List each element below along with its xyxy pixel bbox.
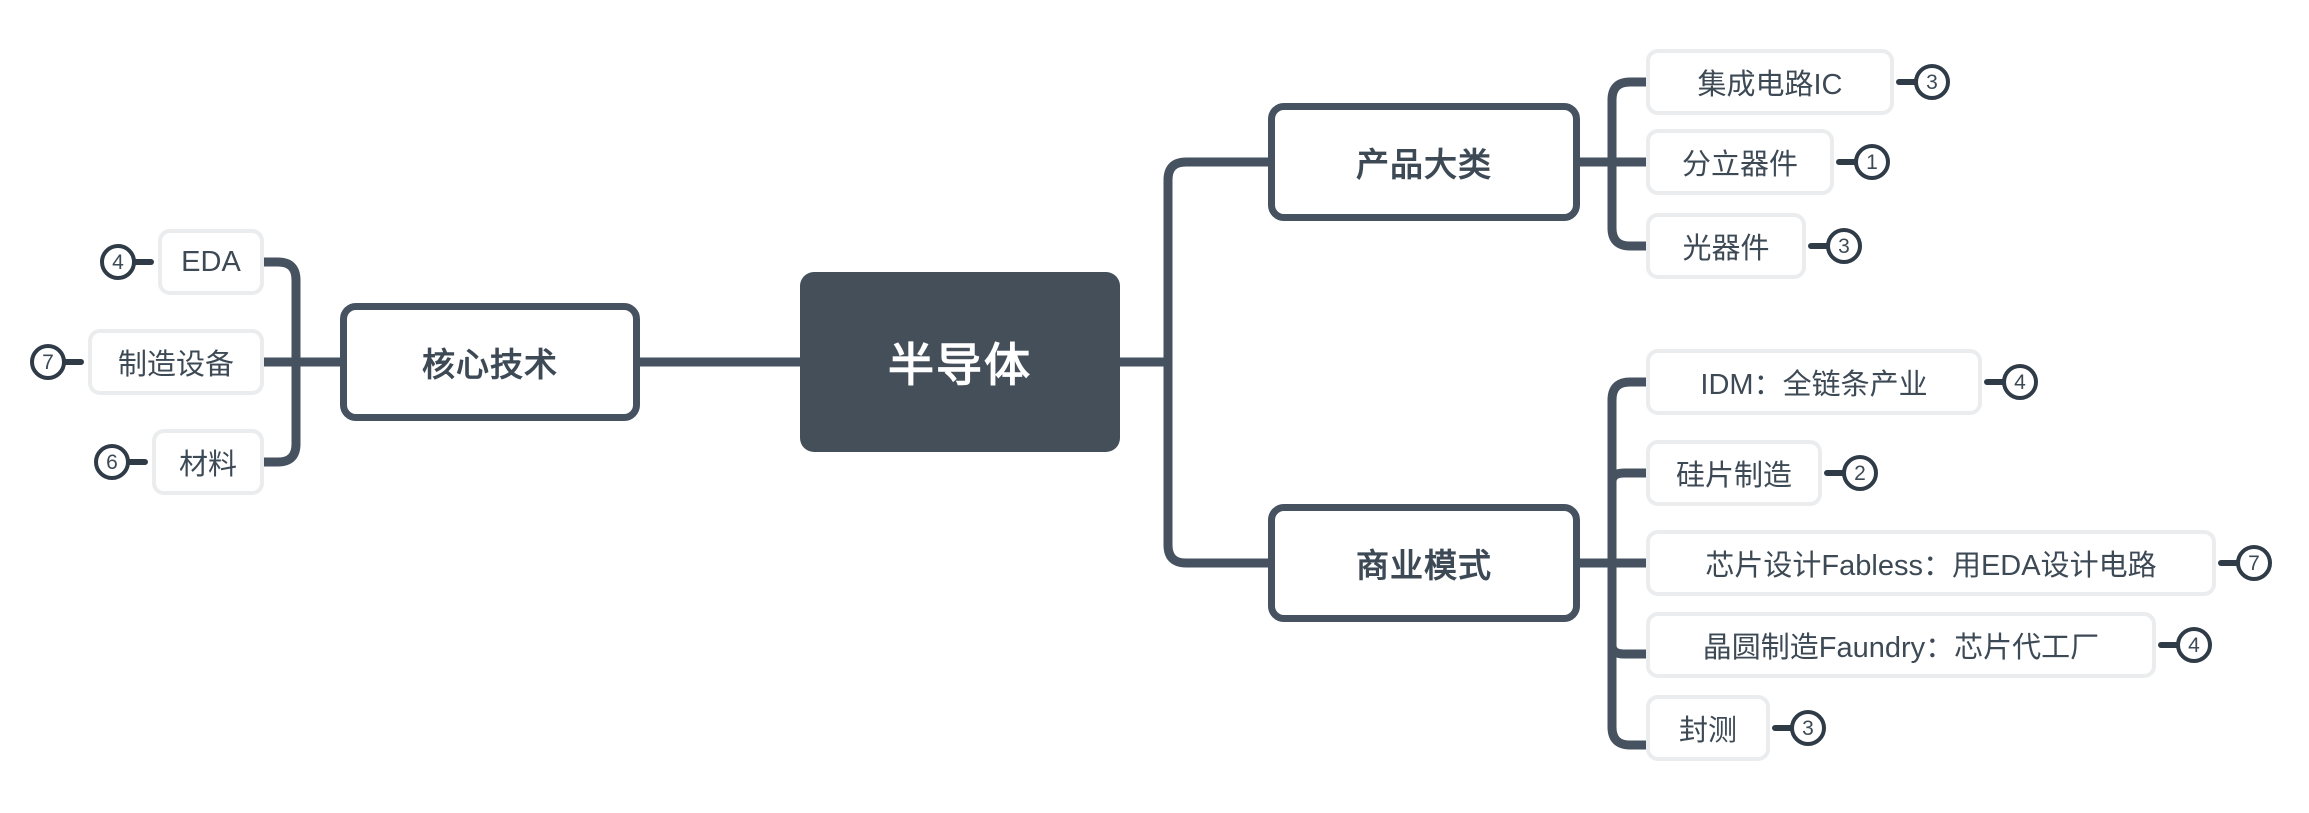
badge-stub-idm <box>1984 379 2006 385</box>
badge-fabless-chip-design-value: 7 <box>2248 551 2260 575</box>
edge-product-to-optical <box>1607 223 1651 251</box>
badge-stub-manufacturing-equipment <box>62 359 84 365</box>
badge-discrete-devices: 1 <box>1854 144 1890 180</box>
badge-stub-integrated-circuit <box>1896 79 1918 85</box>
edge-core-tech-to-eda <box>259 257 301 285</box>
badge-manufacturing-equipment-value: 7 <box>42 350 54 374</box>
leaf-node-fabless-chip-design-label: 芯片设计Fabless：用EDA设计电路 <box>1705 550 2157 582</box>
badge-stub-packaging-testing <box>1772 725 1794 731</box>
leaf-node-optical-devices[interactable]: 光器件 <box>1646 213 1806 279</box>
leaf-node-discrete-devices-label: 分立器件 <box>1681 149 1798 181</box>
badge-idm-value: 4 <box>2014 370 2026 394</box>
badge-eda: 4 <box>100 244 136 280</box>
leaf-node-materials[interactable]: 材料 <box>152 429 264 495</box>
branch-node-product-categories[interactable]: 产品大类 <box>1268 103 1580 221</box>
badge-eda-value: 4 <box>112 250 124 274</box>
badge-integrated-circuit: 3 <box>1914 64 1950 100</box>
badge-stub-eda <box>132 259 154 265</box>
leaf-node-silicon-wafer-manufacturing-label: 硅片制造 <box>1675 460 1792 492</box>
leaf-node-discrete-devices[interactable]: 分立器件 <box>1646 129 1834 195</box>
branch-node-core-tech-label: 核心技术 <box>422 346 558 383</box>
leaf-node-integrated-circuit[interactable]: 集成电路IC <box>1646 49 1894 115</box>
edge-business-to-foundry <box>1607 640 1651 659</box>
badge-packaging-testing-value: 3 <box>1802 716 1814 740</box>
badge-silicon-wafer-manufacturing: 2 <box>1842 455 1878 491</box>
badge-idm: 4 <box>2002 364 2038 400</box>
leaf-node-eda[interactable]: EDA <box>158 229 264 295</box>
root-node-label: 半导体 <box>888 339 1032 391</box>
edge-business-to-wafer <box>1607 468 1651 487</box>
badge-stub-materials <box>126 459 148 465</box>
badge-silicon-wafer-manufacturing-value: 2 <box>1854 461 1866 485</box>
leaf-node-optical-devices-label: 光器件 <box>1682 233 1770 265</box>
badge-fabless-chip-design: 7 <box>2236 545 2272 581</box>
leaf-node-packaging-testing-label: 封测 <box>1678 715 1737 747</box>
leaf-node-integrated-circuit-label: 集成电路IC <box>1697 69 1843 101</box>
badge-discrete-devices-value: 1 <box>1866 150 1878 174</box>
edge-core-tech-to-material <box>259 439 301 467</box>
badge-materials: 6 <box>94 444 130 480</box>
badge-stub-discrete-devices <box>1836 159 1858 165</box>
badge-packaging-testing: 3 <box>1790 710 1826 746</box>
edge-trunk-to-business-models <box>1163 357 1273 568</box>
leaf-node-silicon-wafer-manufacturing[interactable]: 硅片制造 <box>1646 440 1822 506</box>
badge-optical-devices: 3 <box>1826 228 1862 264</box>
leaf-node-fabless-chip-design[interactable]: 芯片设计Fabless：用EDA设计电路 <box>1646 530 2216 596</box>
edge-business-to-packaging <box>1607 722 1651 750</box>
edge-product-to-ic <box>1607 77 1651 105</box>
leaf-node-packaging-testing[interactable]: 封测 <box>1646 695 1770 761</box>
badge-wafer-foundry: 4 <box>2176 627 2212 663</box>
badge-stub-fabless-chip-design <box>2218 560 2240 566</box>
edge-trunk-to-product-categories <box>1163 157 1273 367</box>
branch-node-business-models-label: 商业模式 <box>1356 547 1492 584</box>
leaf-node-manufacturing-equipment[interactable]: 制造设备 <box>88 329 264 395</box>
badge-stub-silicon-wafer-manufacturing <box>1824 470 1846 476</box>
leaf-node-wafer-foundry[interactable]: 晶圆制造Faundry：芯片代工厂 <box>1646 612 2156 678</box>
badge-stub-wafer-foundry <box>2158 642 2180 648</box>
badge-integrated-circuit-value: 3 <box>1926 70 1938 94</box>
leaf-node-idm-label: IDM：全链条产业 <box>1700 369 1928 401</box>
branch-node-business-models[interactable]: 商业模式 <box>1268 504 1580 622</box>
root-node-semiconductor[interactable]: 半导体 <box>800 272 1120 452</box>
leaf-node-wafer-foundry-label: 晶圆制造Faundry：芯片代工厂 <box>1702 632 2100 664</box>
badge-optical-devices-value: 3 <box>1838 234 1850 258</box>
leaf-node-manufacturing-equipment-label: 制造设备 <box>117 349 234 381</box>
leaf-node-idm[interactable]: IDM：全链条产业 <box>1646 349 1982 415</box>
edge-business-to-idm <box>1607 377 1651 405</box>
leaf-node-materials-label: 材料 <box>178 449 237 481</box>
branch-node-product-categories-label: 产品大类 <box>1356 146 1492 183</box>
badge-stub-optical-devices <box>1808 243 1830 249</box>
badge-wafer-foundry-value: 4 <box>2188 633 2200 657</box>
branch-node-core-tech[interactable]: 核心技术 <box>340 303 640 421</box>
badge-manufacturing-equipment: 7 <box>30 344 66 380</box>
badge-materials-value: 6 <box>106 450 118 474</box>
leaf-node-eda-label: EDA <box>181 245 241 278</box>
